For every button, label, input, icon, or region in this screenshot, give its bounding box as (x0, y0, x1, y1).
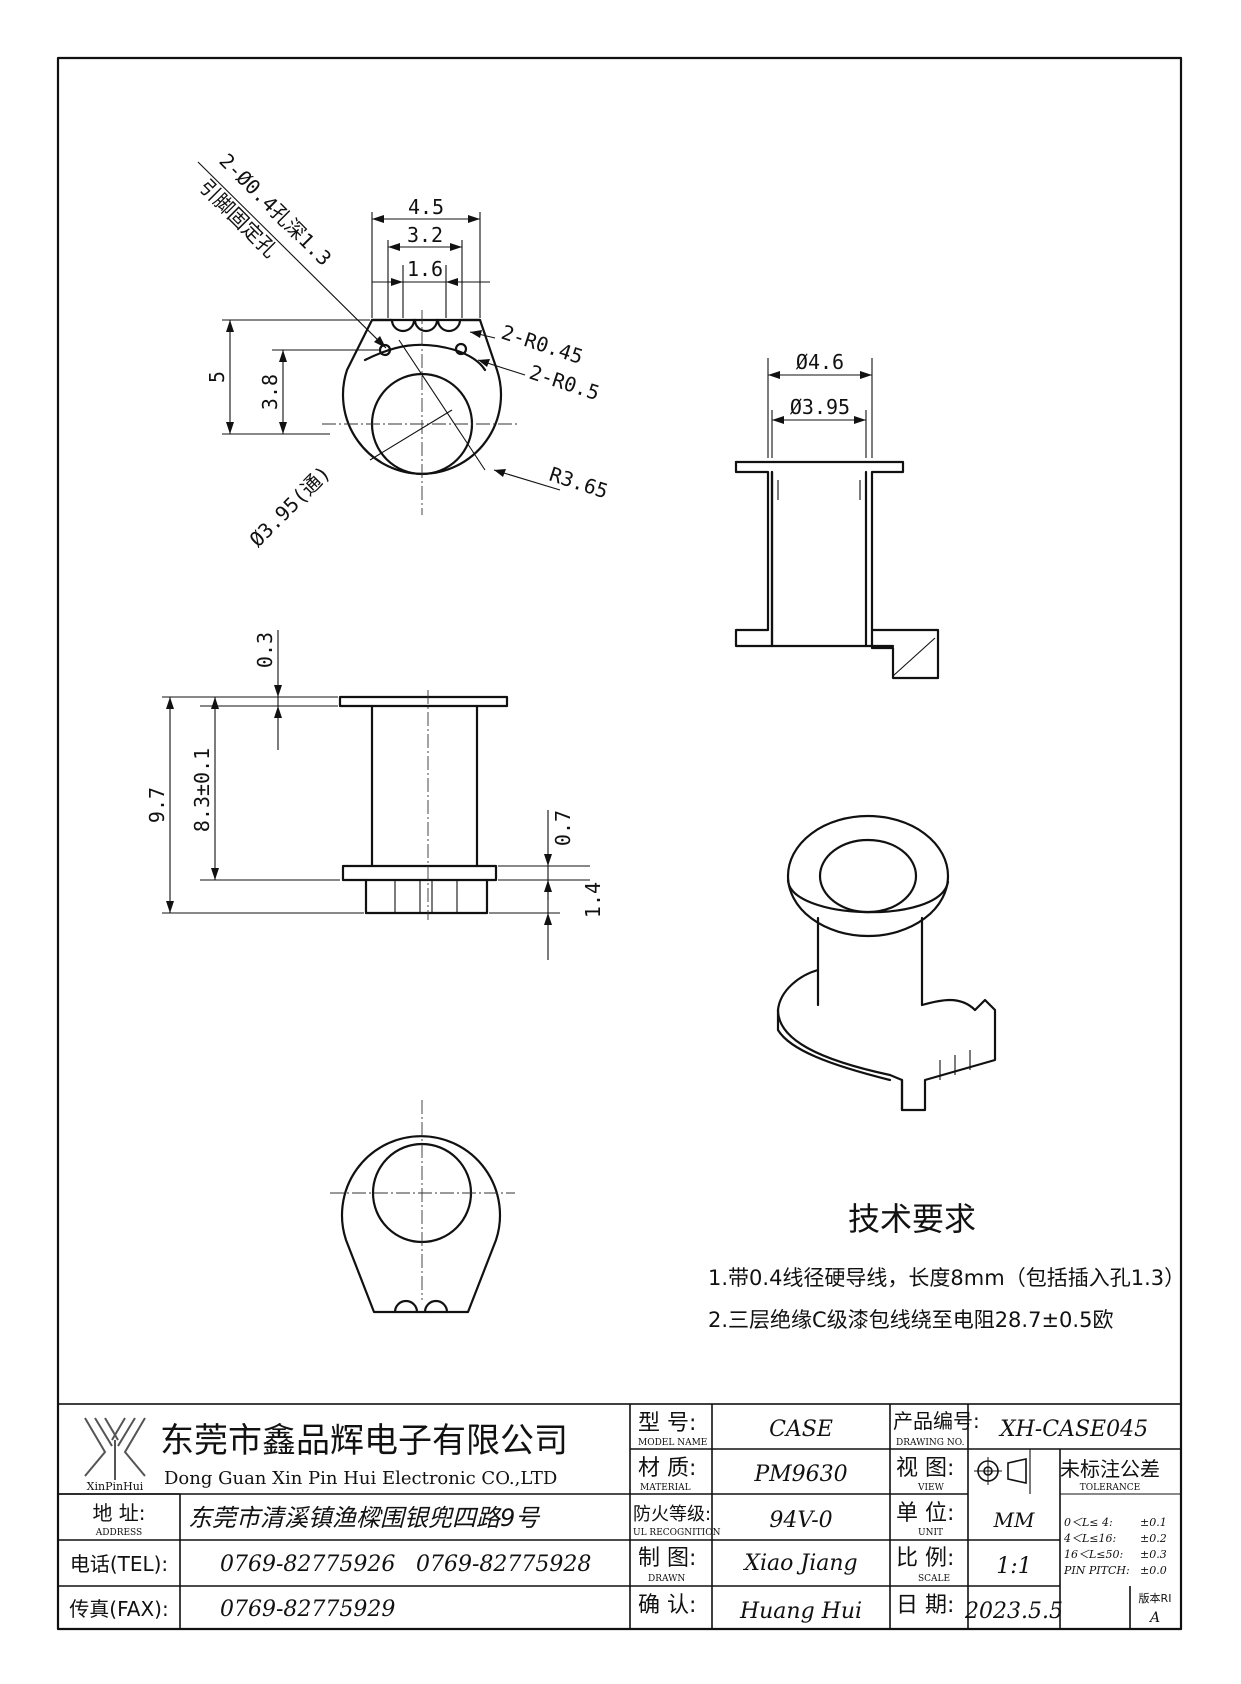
drawn-value: Xiao Jiang (742, 1551, 857, 1576)
fax-value: 0769-82775929 (220, 1597, 395, 1622)
isometric-view (776, 814, 997, 1112)
dim-bore: Ø3.95(通) (245, 461, 336, 552)
tol-value-3: ±0.3 (1140, 1548, 1167, 1561)
revision-value: A (1148, 1610, 1160, 1626)
tech-line-1: 1.带0.4线径硬导线，长度8mm（包括插入孔1.3） (708, 1266, 1185, 1290)
dim-h97: 9.7 (145, 787, 169, 823)
dim-t03: 0.3 (253, 632, 277, 668)
bottom-view (330, 1100, 515, 1314)
date-value: 2023.5.5 (964, 1599, 1063, 1624)
ul-value: 94V-0 (769, 1508, 832, 1533)
scale-label: 比 例: (896, 1546, 954, 1571)
checked-value: Huang Hui (739, 1599, 862, 1624)
drawing-no-value: XH-CASE045 (998, 1417, 1148, 1442)
tech-requirements: 技术要求 1.带0.4线径硬导线，长度8mm（包括插入孔1.3） 2.三层绝缘C… (708, 1200, 1185, 1332)
tol-value-2: ±0.2 (1140, 1532, 1167, 1545)
fax-label: 传真(FAX): (69, 1597, 168, 1621)
dim-height-5: 5 (205, 371, 229, 383)
dim-width-45: 4.5 (408, 195, 444, 219)
dim-h83: 8.3±0.1 (190, 748, 214, 832)
dim-t07: 0.7 (551, 810, 575, 846)
tech-title: 技术要求 (848, 1200, 976, 1238)
dim-height-38: 3.8 (258, 374, 282, 410)
tol-value-1: ±0.1 (1140, 1516, 1167, 1529)
unit-label: 单 位: (896, 1501, 954, 1526)
tel-value-1: 0769-82775926 (220, 1552, 395, 1577)
scale-value: 1:1 (996, 1554, 1031, 1579)
dim-r365: R3.65 (546, 462, 611, 503)
unit-label-en: UNIT (918, 1528, 943, 1538)
tolerance-title: 未标注公差 (1060, 1457, 1160, 1481)
tel-value-2: 0769-82775928 (416, 1552, 591, 1577)
dim-r045: 2-R0.45 (498, 320, 586, 369)
address-label: 地 址: (92, 1501, 145, 1525)
company-logo: XinPinHui (84, 1417, 146, 1493)
dim-r05: 2-R0.5 (526, 360, 602, 405)
top-view-dims: 4.5 3.2 1.6 5 3.8 2-Ø0.4孔深1.3 引脚固定孔 (194, 149, 611, 552)
company-name-cn: 东莞市鑫品辉电子有限公司 (160, 1421, 568, 1461)
material-value: PM9630 (753, 1462, 847, 1487)
drawn-label-en: DRAWN (648, 1574, 685, 1584)
model-label-en: MODEL NAME (638, 1438, 707, 1448)
tol-value-4: ±0.0 (1140, 1564, 1167, 1577)
company-name-en: Dong Guan Xin Pin Hui Electronic CO.,LTD (164, 1468, 557, 1489)
title-block (57, 1403, 1182, 1630)
date-label: 日 期: (896, 1593, 954, 1618)
checked-label: 确 认: (638, 1593, 696, 1618)
tech-line-2: 2.三层绝缘C级漆包线绕至电阻28.7±0.5欧 (708, 1308, 1113, 1332)
model-value: CASE (769, 1417, 833, 1442)
dim-width-16: 1.6 (407, 257, 443, 281)
address-label-en: ADDRESS (95, 1528, 142, 1538)
tol-range-1: 0＜L≤ 4: (1064, 1516, 1113, 1529)
address-value: 东莞市清溪镇渔樑围银兜四路9号 (188, 1504, 541, 1532)
dim-d46: Ø4.6 (796, 350, 844, 374)
scale-label-en: SCALE (918, 1574, 950, 1584)
unit-value: MM (993, 1508, 1035, 1532)
dim-t14: 1.4 (581, 882, 605, 918)
ul-label-en: UL RECOGNITION (633, 1528, 721, 1538)
dim-d395: Ø3.95 (790, 395, 850, 419)
tol-range-4: PIN PITCH: (1063, 1564, 1130, 1577)
material-label: 材 质: (638, 1456, 696, 1481)
drawn-label: 制 图: (638, 1546, 696, 1571)
drawing-no-label-en: DRAWING NO. (896, 1438, 965, 1448)
projection-symbol-icon (974, 1457, 1027, 1485)
material-label-en: MATERIAL (640, 1483, 691, 1493)
section-view (734, 460, 940, 680)
side-view (338, 690, 509, 920)
revision-label: 版本RI (1139, 1591, 1172, 1605)
section-view-dims: Ø4.6 Ø3.95 (767, 350, 873, 458)
tol-range-3: 16＜L≤50: (1064, 1548, 1123, 1561)
side-view-dims: 9.7 8.3±0.1 0.3 0.7 1.4 (145, 630, 605, 960)
view-label-en: VIEW (917, 1483, 945, 1493)
logo-caption: XinPinHui (87, 1480, 144, 1493)
ul-label: 防火等级: (633, 1504, 711, 1525)
model-label: 型 号: (638, 1411, 696, 1436)
tel-label: 电话(TEL): (70, 1552, 168, 1576)
tol-range-2: 4＜L≤16: (1063, 1532, 1116, 1545)
top-view (322, 310, 520, 515)
tolerance-en: TOLERANCE (1080, 1483, 1141, 1493)
sheet-border (56, 56, 1183, 1631)
dim-width-32: 3.2 (407, 223, 443, 247)
tolerance-table: 0＜L≤ 4: ±0.1 4＜L≤16: ±0.2 16＜L≤50: ±0.3 … (1063, 1516, 1167, 1577)
view-label: 视 图: (896, 1456, 954, 1481)
drawing-no-label: 产品编号: (893, 1409, 980, 1433)
